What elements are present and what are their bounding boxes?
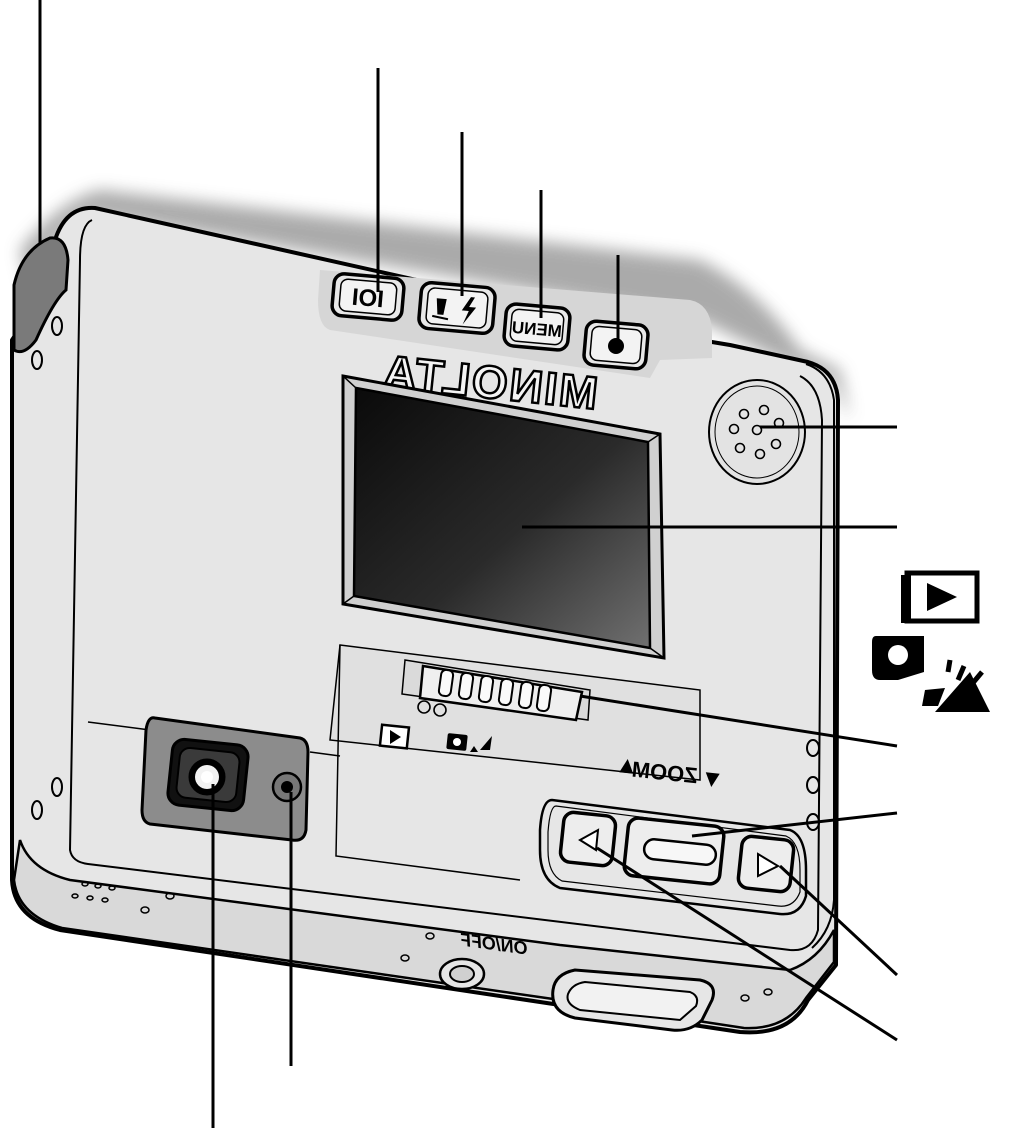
bottom-vent-holes: [71, 881, 773, 1002]
indicator-lamp: [417, 700, 431, 714]
mode-switch[interactable]: [401, 659, 591, 722]
leader-lines: [38, 0, 899, 1128]
flash-mode-icon: [461, 297, 477, 325]
display-button[interactable]: IOI: [330, 272, 406, 322]
display-button-label: IOI: [351, 284, 385, 314]
indicator-lamp: [433, 703, 447, 717]
left-arrow-icon: [578, 828, 600, 852]
tripod-socket: [438, 957, 486, 991]
strap-lug: [12, 236, 70, 354]
right-side-panel: [805, 363, 835, 949]
record-mode-icon: [872, 636, 990, 712]
side-hole: [806, 739, 820, 757]
playback-icon: [378, 723, 411, 750]
lower-panel-outline: [335, 644, 521, 881]
side-screw: [51, 316, 63, 336]
side-screw: [31, 350, 43, 370]
battery-door[interactable]: [551, 968, 715, 1032]
controller-left-button[interactable]: [558, 810, 618, 868]
macro-icon: [432, 298, 449, 321]
menu-button[interactable]: MENU: [502, 302, 572, 352]
viewfinder-icon: [140, 716, 310, 842]
lcd-monitor: [341, 374, 666, 660]
side-hole: [806, 776, 820, 794]
record-mode-button[interactable]: [582, 319, 650, 371]
record-mode-icon: [446, 733, 492, 752]
side-screw: [51, 777, 63, 797]
record-dot-icon: [608, 338, 624, 354]
menu-button-label: MENU: [511, 318, 563, 341]
side-screw: [31, 800, 43, 820]
speaker-icon: [708, 379, 806, 485]
back-panel-edge: [68, 219, 824, 952]
flash-macro-button[interactable]: [417, 280, 497, 336]
controller-right-button[interactable]: [736, 834, 796, 894]
right-arrow-icon: [757, 852, 781, 878]
panel-seam: [87, 721, 341, 757]
playback-icon: [901, 570, 980, 624]
